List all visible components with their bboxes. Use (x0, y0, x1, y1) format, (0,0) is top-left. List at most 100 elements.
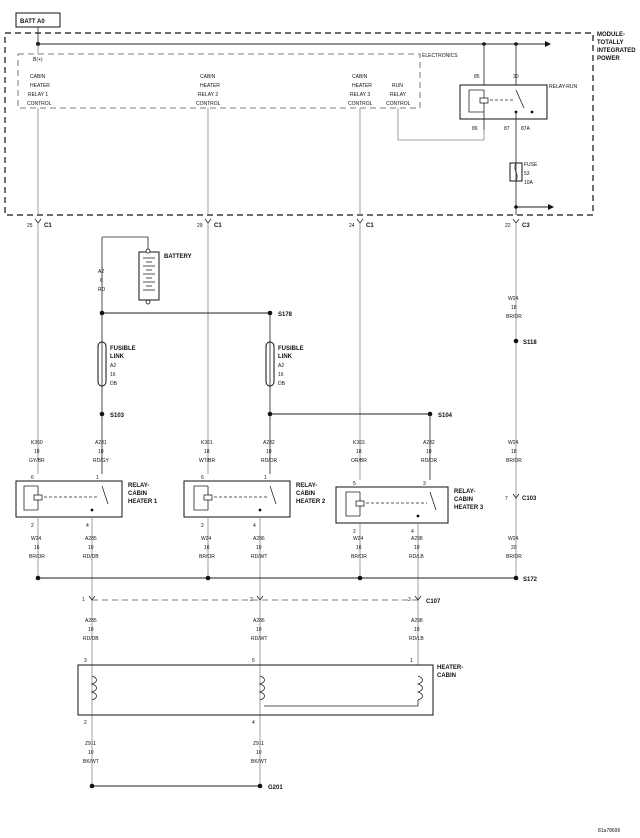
svg-text:RD/LB: RD/LB (409, 554, 424, 560)
svg-text:A298: A298 (411, 536, 423, 542)
svg-text:BR/OR: BR/OR (506, 458, 522, 464)
svg-text:16: 16 (204, 545, 210, 551)
svg-text:CABIN: CABIN (296, 491, 315, 497)
svg-text:10A: 10A (524, 180, 534, 186)
svg-text:C1: C1 (214, 223, 222, 229)
svg-text:CABIN: CABIN (454, 497, 473, 503)
svg-text:18: 18 (511, 449, 517, 455)
svg-text:87: 87 (504, 126, 510, 132)
svg-text:1: 1 (264, 475, 267, 481)
svg-text:RELAY 1: RELAY 1 (28, 92, 48, 98)
svg-text:Z911: Z911 (253, 741, 264, 747)
splice-s118: S118 (523, 340, 537, 346)
svg-text:C3: C3 (522, 223, 530, 229)
module-label-4: POWER (597, 56, 620, 62)
relay-run-box (459, 84, 548, 120)
heater-cabin: 3 5 1 2 4 HEATER- CABIN (77, 658, 463, 726)
svg-text:LINK: LINK (278, 354, 293, 360)
svg-text:CONTROL: CONTROL (27, 101, 52, 107)
diagram-ref: 81a78696 (598, 828, 620, 834)
svg-text:BR/OR: BR/OR (506, 314, 522, 320)
svg-text:10: 10 (98, 449, 104, 455)
relay-run-coil (479, 97, 489, 104)
svg-text:A285: A285 (85, 536, 97, 542)
svg-text:3: 3 (423, 481, 426, 487)
splice-s103: S103 (110, 413, 125, 419)
svg-text:25: 25 (27, 223, 33, 229)
control-label-1: CABIN HEATER RELAY 1 CONTROL (27, 74, 52, 107)
svg-text:5: 5 (353, 481, 356, 487)
svg-text:10: 10 (88, 545, 94, 551)
svg-text:A282: A282 (263, 440, 275, 446)
svg-text:K361: K361 (201, 440, 213, 446)
svg-text:16: 16 (110, 372, 116, 378)
svg-text:HEATER 2: HEATER 2 (296, 499, 326, 505)
svg-text:18: 18 (34, 449, 40, 455)
svg-text:A281: A281 (95, 440, 107, 446)
svg-text:HEATER-: HEATER- (437, 665, 463, 671)
svg-text:HEATER 3: HEATER 3 (454, 505, 484, 511)
svg-text:CONTROL: CONTROL (348, 101, 373, 107)
svg-text:DB: DB (278, 381, 286, 387)
electronics-label: ELECTRONICS (422, 53, 458, 59)
svg-text:10: 10 (266, 449, 272, 455)
svg-text:2: 2 (250, 597, 253, 603)
module-label-3: INTEGRATED (597, 48, 636, 54)
svg-text:RD/OR: RD/OR (421, 458, 438, 464)
svg-text:10: 10 (256, 627, 262, 633)
svg-text:A298: A298 (411, 618, 423, 624)
svg-text:A286: A286 (253, 536, 265, 542)
svg-text:2: 2 (84, 720, 87, 726)
svg-text:18: 18 (511, 305, 517, 311)
svg-text:RD/DB: RD/DB (83, 554, 99, 560)
electronics-box (17, 53, 421, 109)
svg-text:RD/WT: RD/WT (251, 554, 267, 560)
svg-text:WT/BR: WT/BR (199, 458, 215, 464)
svg-text:RELAY 3: RELAY 3 (350, 92, 370, 98)
svg-text:6: 6 (31, 475, 34, 481)
svg-text:RELAY 2: RELAY 2 (198, 92, 218, 98)
svg-text:LINK: LINK (110, 354, 125, 360)
relay-run-label: RELAY-RUN (549, 84, 577, 90)
svg-text:Z911: Z911 (85, 741, 96, 747)
battery-symbol (138, 251, 160, 301)
svg-text:22: 22 (505, 223, 511, 229)
svg-text:CONTROL: CONTROL (386, 101, 411, 107)
svg-text:RD/WT: RD/WT (251, 636, 267, 642)
svg-text:W24: W24 (201, 536, 212, 542)
svg-text:RD: RD (98, 287, 106, 293)
svg-text:10: 10 (414, 627, 420, 633)
module-label-2: TOTALLY (597, 40, 624, 46)
svg-text:4: 4 (252, 720, 255, 726)
svg-text:RD/OR: RD/OR (261, 458, 278, 464)
svg-text:K363: K363 (353, 440, 365, 446)
svg-text:CONTROL: CONTROL (196, 101, 221, 107)
relay-cabin-heater-1: 6 1 2 4 RELAY- CABIN HEATER 1 (15, 475, 158, 529)
svg-text:5: 5 (252, 658, 255, 664)
svg-text:HEATER: HEATER (200, 83, 220, 89)
svg-text:BK/WT: BK/WT (251, 759, 267, 765)
svg-text:RUN: RUN (392, 83, 403, 89)
splice-s104: S104 (438, 413, 453, 419)
svg-text:4: 4 (86, 523, 89, 529)
connector-c3-22: 22 C3 (505, 218, 530, 229)
svg-text:10: 10 (88, 627, 94, 633)
svg-text:20: 20 (511, 545, 517, 551)
svg-text:A286: A286 (253, 618, 265, 624)
svg-text:C1: C1 (366, 223, 374, 229)
svg-text:W24: W24 (508, 536, 519, 542)
svg-text:2: 2 (353, 529, 356, 535)
svg-text:A285: A285 (85, 618, 97, 624)
svg-text:1: 1 (96, 475, 99, 481)
svg-text:86: 86 (472, 126, 478, 132)
svg-text:87A: 87A (521, 126, 531, 132)
svg-text:CABIN: CABIN (437, 673, 456, 679)
svg-text:GY/BR: GY/BR (29, 458, 45, 464)
svg-text:53: 53 (524, 171, 530, 177)
svg-text:RELAY-: RELAY- (296, 483, 317, 489)
svg-text:CABIN: CABIN (30, 74, 46, 80)
batt-label: BATT A0 (20, 19, 45, 25)
connector-c1-24: 24 C1 (349, 218, 374, 229)
fusible-link-2 (265, 341, 275, 387)
svg-text:24: 24 (349, 223, 355, 229)
